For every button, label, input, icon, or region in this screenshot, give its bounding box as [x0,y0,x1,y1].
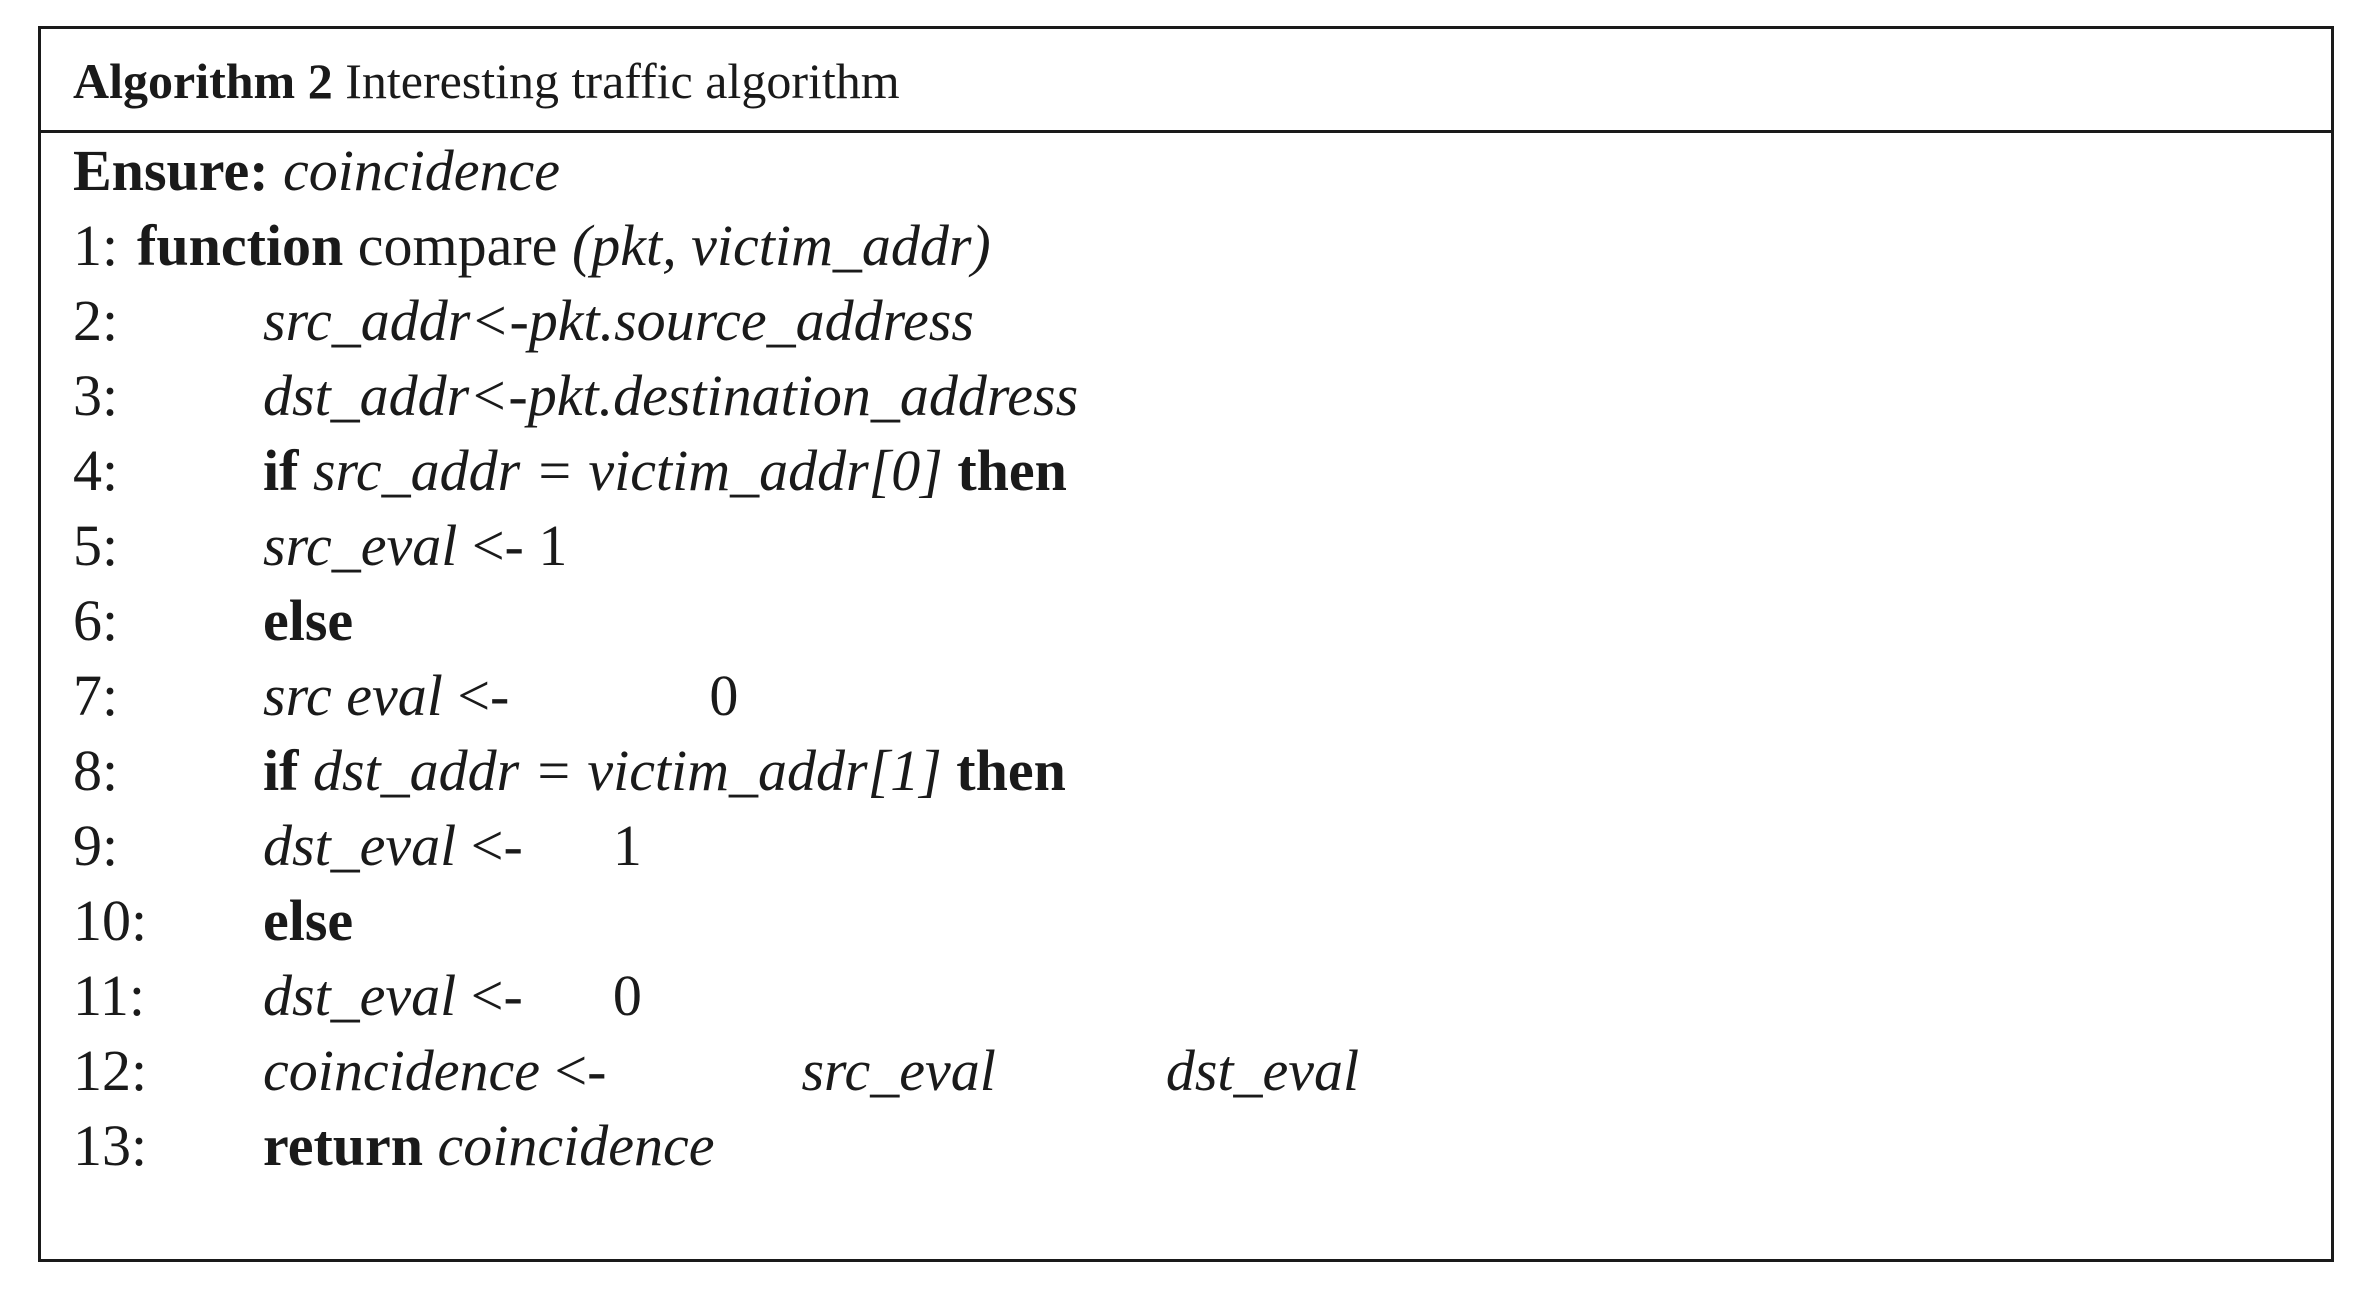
assignment: <- 1 [471,513,568,578]
condition: dst_addr = victim_addr[1] [312,738,942,803]
assigned-value: 1 [612,813,642,878]
assigned-value: 0 [612,963,642,1028]
line-number: 2: [73,288,119,353]
line-number: 11: [73,963,145,1028]
line-number: 3: [73,363,119,428]
statement: dst_addr<-pkt.destination_address [263,363,1079,428]
keyword-if: if [263,438,299,503]
line-number: 4: [73,438,119,503]
keyword-else: else [263,888,354,953]
keyword-then: then [957,438,1067,503]
algorithm-label: Algorithm 2 [73,53,333,109]
line-number: 7: [73,663,119,728]
variable: src_eval [263,513,458,578]
variable: coincidence [263,1038,540,1103]
operand-src-eval: src_eval [801,1038,996,1103]
line-number: 12: [73,1038,148,1103]
function-name: compare [357,213,558,278]
keyword-function: function [137,213,344,278]
line-number: 13: [73,1113,148,1178]
variable: dst_eval [263,963,457,1028]
line-number: 9: [73,813,119,878]
return-value: coincidence [437,1113,715,1178]
algorithm-box: Algorithm 2 Interesting traffic algorith… [38,26,2334,1262]
operand-dst-eval: dst_eval [1165,1038,1360,1103]
ensure-value: coincidence [283,138,560,203]
keyword-then: then [956,738,1066,803]
keyword-if: if [263,738,299,803]
keyword-return: return [263,1113,424,1178]
line-number: 6: [73,588,119,653]
condition: src_addr = victim_addr[0] [312,438,943,503]
line-number: 5: [73,513,119,578]
variable: dst_eval [263,813,457,878]
algorithm-title: Interesting traffic algorithm [345,53,900,109]
variable: src eval [263,663,443,728]
assigned-value: 0 [709,663,739,728]
ensure-keyword: Ensure: [73,138,269,203]
assignment-operator: <- [470,963,523,1028]
keyword-else: else [263,588,354,653]
assignment-operator: <- [457,663,510,728]
algorithm-header: Algorithm 2 Interesting traffic algorith… [41,29,2331,133]
function-args: (pkt, victim_addr) [571,213,991,278]
line-number: 8: [73,738,119,803]
assignment-operator: <- [554,1038,607,1103]
line-number: 10: [73,888,148,953]
statement: src_addr<-pkt.source_address [263,288,974,353]
assignment-operator: <- [470,813,523,878]
line-number: 1: [73,213,119,278]
